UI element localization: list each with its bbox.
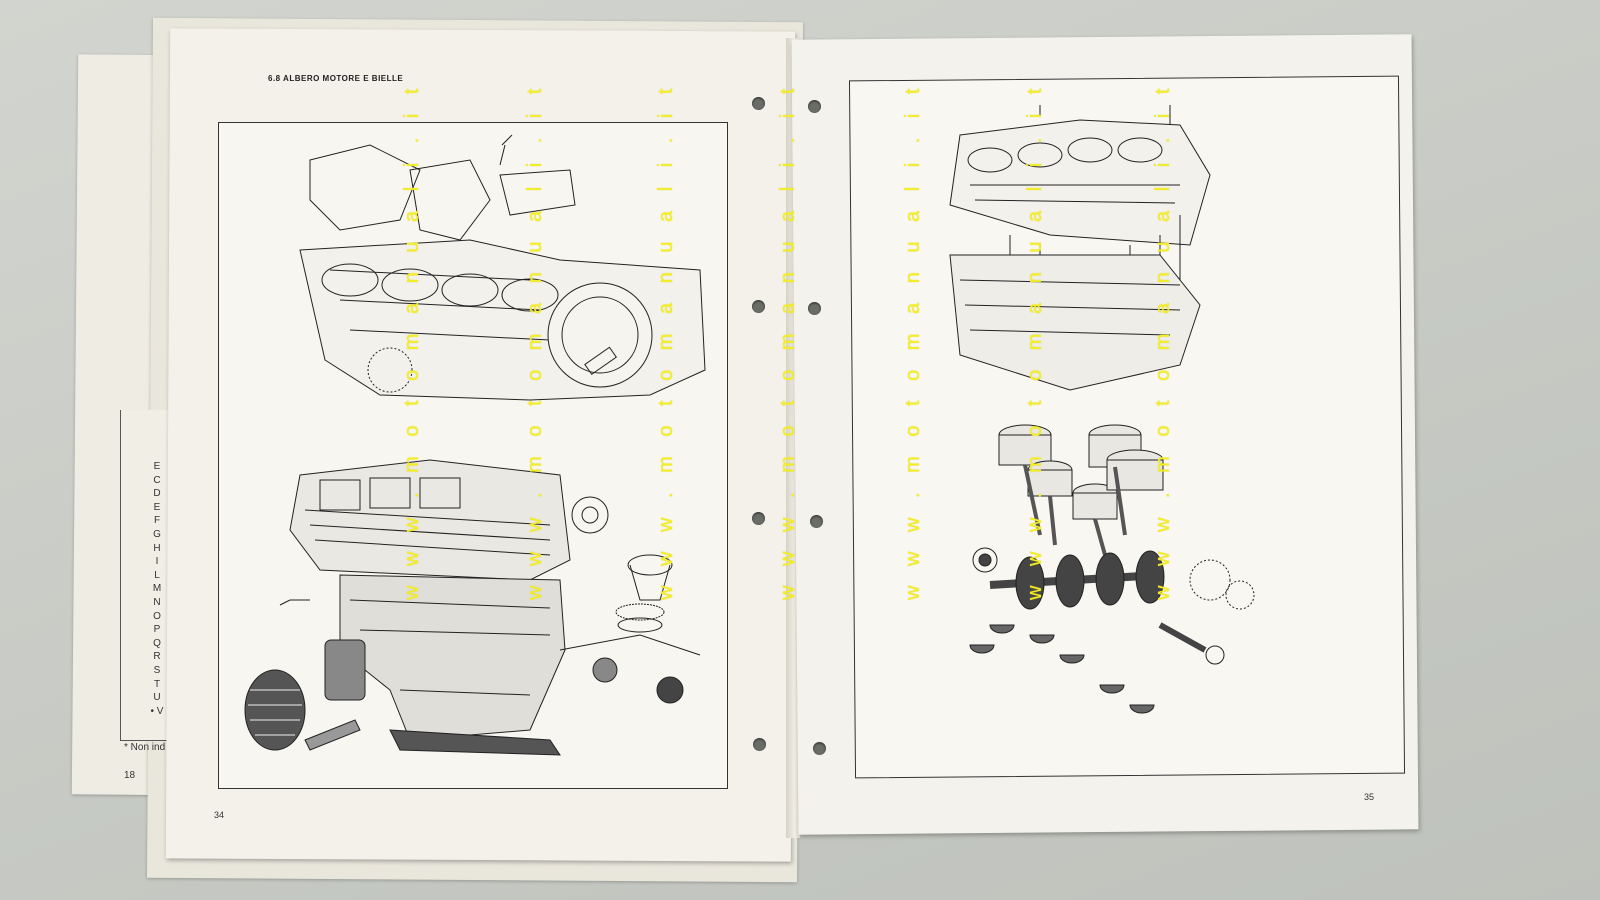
legend-letter: I [155,556,159,568]
legend-note: * Non ind [124,742,166,753]
legend-letter: T [153,678,161,690]
underlying-page-number: 18 [124,770,136,781]
punch-hole [810,515,823,528]
legend-letter: D [153,488,161,500]
legend-letter: L [154,569,160,581]
punch-hole [808,302,821,315]
watermark: w w w . m o t o m a n u a l i . i t [401,81,423,600]
legend-letter: S [153,664,161,676]
legend-letter: H [153,542,161,554]
legend-letter: M [152,583,162,595]
legend-letter: G [153,528,161,540]
punch-hole [752,300,765,313]
legend-letter: R [153,651,161,663]
legend-letter: • V [150,705,164,717]
watermark: w w w . m o t o m a n u a l i . i t [902,81,924,600]
legend-letter: P [153,624,161,636]
left-page-number: 34 [214,810,225,820]
legend-letter: N [153,596,161,608]
punch-hole [752,512,765,525]
punch-hole [752,97,765,110]
watermark: w w w . m o t o m a n u a l i . i t [655,81,677,600]
punch-hole [753,738,766,751]
legend-letter: O [153,610,161,622]
watermark: w w w . m o t o m a n u a l i . i t [1024,81,1046,600]
legend-letter: U [153,692,161,704]
legend-letter: E [153,461,161,472]
right-page-number: 35 [1364,792,1375,802]
watermark: w w w . m o t o m a n u a l i . i t [1152,81,1174,600]
watermark: w w w . m o t o m a n u a l i . i t [777,81,799,600]
legend-letter: F [153,515,161,527]
legend-letter: C [153,474,161,486]
legend-letter: E [153,501,161,513]
watermark: w w w . m o t o m a n u a l i . i t [524,81,546,600]
section-title: 6.8 ALBERO MOTORE E BIELLE [268,74,404,83]
legend-letter: Q [153,637,161,649]
crankshaft-pistons-drawing [949,105,1255,714]
punch-hole [813,742,826,755]
exploded-engine-drawing [244,134,706,756]
punch-hole [808,100,821,113]
